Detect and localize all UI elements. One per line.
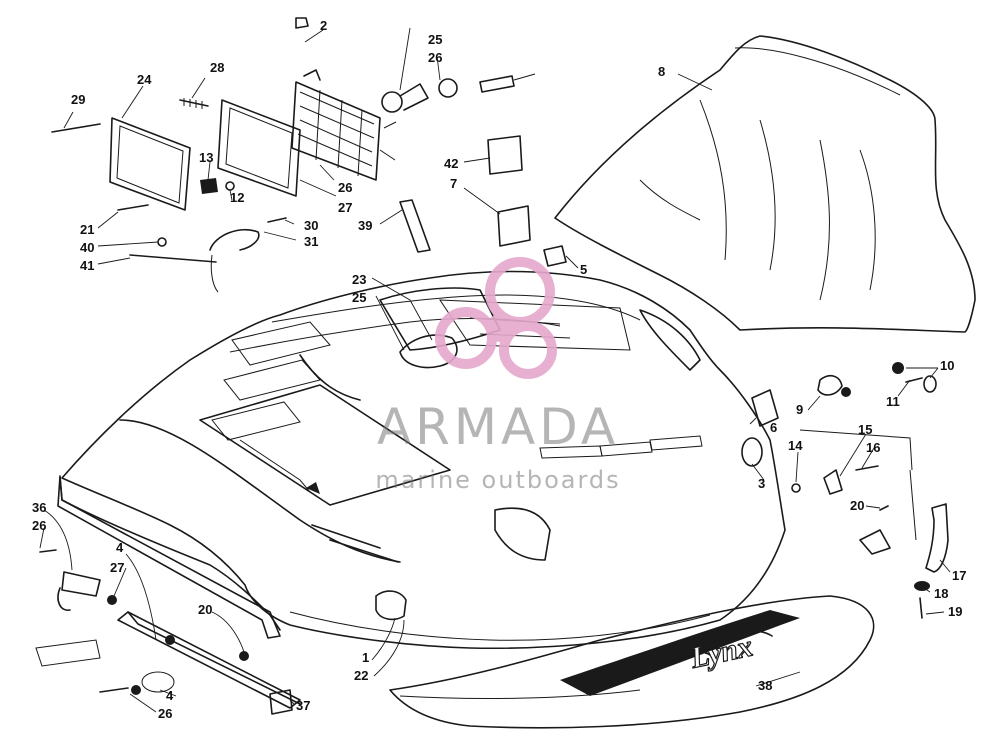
- headlight-assembly: [109, 69, 536, 211]
- callout-25: 25: [352, 290, 366, 305]
- windshield: [554, 35, 976, 333]
- callout-35: 31: [304, 234, 318, 249]
- callout-21: 21: [80, 222, 94, 237]
- callout-22: 22: [354, 668, 368, 683]
- callout-32: 28: [210, 60, 224, 75]
- watermark-tagline: marine outboards: [375, 466, 621, 494]
- watermark-brand: ARMADA: [376, 398, 620, 456]
- callout-19: 19: [948, 604, 962, 619]
- callout-4a: 4: [116, 540, 124, 555]
- callout-28: 25: [428, 32, 442, 47]
- callout-29: 26: [338, 180, 352, 195]
- headlight-hardware: [51, 17, 309, 293]
- callout-23: 23: [352, 272, 366, 287]
- callout-labels: 2 25 26 28 24 29 13 12 26 27 21 40 41 30…: [32, 18, 966, 721]
- callout-27: 27: [110, 560, 124, 575]
- hood-body: [59, 270, 786, 650]
- callout-41: 41: [80, 258, 94, 273]
- callout-2: 2: [320, 18, 327, 33]
- callout-18: 18: [934, 586, 948, 601]
- callout-7: 7: [450, 176, 457, 191]
- callout-40: 40: [80, 240, 94, 255]
- callout-10: 10: [940, 358, 954, 373]
- callout-36: 36: [32, 500, 46, 515]
- callout-39: 39: [358, 218, 372, 233]
- callout-15: 15: [858, 422, 872, 437]
- callout-16: 16: [866, 440, 880, 455]
- callout-34: 30: [304, 218, 318, 233]
- callout-26b: 26: [158, 706, 172, 721]
- callout-24: 24: [137, 72, 152, 87]
- callout-30: 26: [428, 50, 442, 65]
- callout-1: 1: [362, 650, 369, 665]
- leader-lines: [39, 27, 951, 713]
- callout-42: 42: [444, 156, 458, 171]
- callout-37: 37: [296, 698, 310, 713]
- callout-9: 9: [796, 402, 803, 417]
- callout-13: 13: [199, 150, 213, 165]
- callout-6: 6: [770, 420, 777, 435]
- callout-20a: 20: [198, 602, 212, 617]
- watermark-logo: [435, 257, 557, 379]
- callout-33: 29: [71, 92, 85, 107]
- right-hardware: [741, 362, 949, 619]
- callout-20b: 20: [850, 498, 864, 513]
- hood-decals: [399, 135, 567, 267]
- callout-5: 5: [580, 262, 587, 277]
- callout-3: 3: [758, 476, 765, 491]
- callout-26a: 26: [32, 518, 46, 533]
- callout-38: 38: [758, 678, 772, 693]
- side-decal: Lynx: [389, 595, 875, 729]
- callout-8: 8: [658, 64, 665, 79]
- callout-12: 12: [230, 190, 244, 205]
- callout-17: 17: [952, 568, 966, 583]
- callout-31: 27: [338, 200, 352, 215]
- callout-4b: 4: [166, 688, 174, 703]
- callout-14: 14: [788, 438, 803, 453]
- bumper: [35, 475, 301, 715]
- callout-11: 11: [886, 394, 900, 409]
